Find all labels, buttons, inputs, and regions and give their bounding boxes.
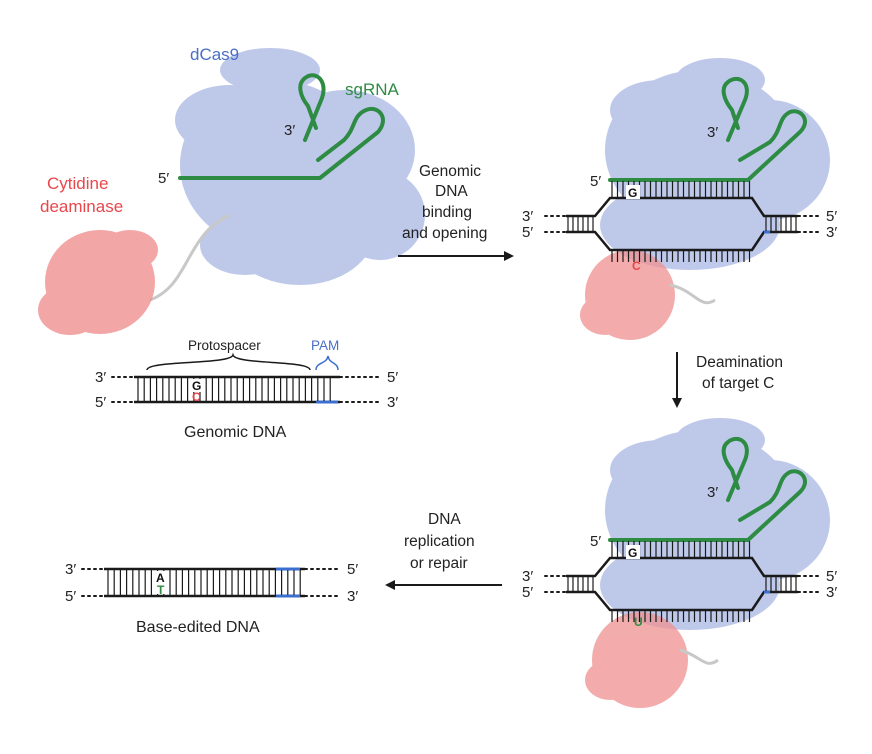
sgrna-strand	[178, 73, 385, 180]
replication-line-1: DNA	[428, 511, 461, 528]
p3-sgrna-3prime: 3′	[707, 484, 718, 501]
p3-bot-5prime: 5′	[522, 584, 533, 601]
panel-3-deaminated: 3′ 5′ G U 3′ 5′ 5′ 3′	[522, 418, 837, 708]
pam-label: PAM	[311, 338, 339, 353]
protospacer-label: Protospacer	[188, 338, 261, 353]
edited-top-3prime: 3′	[65, 561, 76, 578]
edited-bot-3prime: 3′	[347, 588, 358, 605]
genomic-base-C: C	[192, 390, 201, 404]
dcas9-label: dCas9	[190, 45, 239, 64]
p2-top-5prime: 5′	[826, 208, 837, 225]
gdna-top-5prime: 5′	[387, 369, 398, 386]
deamination-line-1: Deamination	[696, 354, 783, 371]
panel-1-complex: dCas9 sgRNA 3′ 5′ Cytidine deaminase	[38, 45, 425, 335]
gdna-bot-3prime: 3′	[387, 394, 398, 411]
panel-2-bound: 3′ 5′ G C 3′ 5′ 5′ 3′	[522, 58, 837, 340]
gdna-bot-5prime: 5′	[95, 394, 106, 411]
edited-bot-5prime: 5′	[65, 588, 76, 605]
p3-base-U: U	[634, 615, 643, 629]
sgrna-label: sgRNA	[345, 80, 400, 99]
base-edited-dna-label: Base-edited DNA	[136, 619, 260, 636]
genomic-dna-label: Genomic DNA	[184, 424, 287, 441]
genomic-base-G: G	[192, 379, 201, 393]
p2-bot-5prime: 5′	[522, 224, 533, 241]
binding-line-4: and opening	[402, 225, 487, 242]
genomic-dna: Protospacer PAM G C 3′ 5′ 5′ 3′ Genomic …	[95, 338, 398, 441]
step-deamination: Deamination of target C	[672, 352, 783, 408]
p3-top-5prime: 5′	[826, 568, 837, 585]
p2-sgrna-3prime: 3′	[707, 124, 718, 141]
p2-top-3prime: 3′	[522, 208, 533, 225]
linker	[149, 213, 231, 302]
sgrna-5prime: 5′	[158, 170, 169, 187]
step-replication: DNA replication or repair	[385, 511, 502, 590]
p3-base-G: G	[628, 546, 637, 560]
dna-bubble-2: G C 3′ 5′ 5′ 3′	[522, 181, 837, 273]
p2-bot-3prime: 3′	[826, 224, 837, 241]
p2-base-G: G	[628, 186, 637, 200]
base-edited-dna: A T 3′ 5′ 5′ 3′ Base-edited DNA	[65, 561, 358, 636]
dcas9-protein	[175, 48, 425, 285]
deaminase-protein-2	[580, 250, 675, 340]
cytidine-label-2: deaminase	[40, 197, 123, 216]
edited-base-T: T	[157, 583, 165, 597]
dcas9-protein-3	[600, 418, 830, 630]
p3-top-3prime: 3′	[522, 568, 533, 585]
replication-line-2: replication	[404, 533, 475, 550]
p2-sgrna-5prime: 5′	[590, 173, 601, 190]
p2-base-C: C	[632, 259, 641, 273]
dna-bubble-3: G U 3′ 5′ 5′ 3′	[522, 541, 837, 629]
binding-line-3: binding	[422, 204, 472, 221]
p3-sgrna-5prime: 5′	[590, 533, 601, 550]
p3-bot-3prime: 3′	[826, 584, 837, 601]
replication-line-3: or repair	[410, 555, 468, 572]
binding-line-1: Genomic	[419, 163, 481, 180]
sgrna-3prime: 3′	[284, 122, 295, 139]
binding-line-2: DNA	[435, 183, 468, 200]
edited-base-A: A	[156, 571, 165, 585]
deamination-line-2: of target C	[702, 375, 774, 392]
edited-top-5prime: 5′	[347, 561, 358, 578]
deaminase-protein-3	[585, 612, 688, 708]
cytidine-deaminase-protein	[38, 230, 158, 335]
gdna-top-3prime: 3′	[95, 369, 106, 386]
cytidine-label-1: Cytidine	[47, 174, 108, 193]
dcas9-protein-2	[600, 58, 830, 270]
step-binding: Genomic DNA binding and opening	[398, 163, 514, 261]
